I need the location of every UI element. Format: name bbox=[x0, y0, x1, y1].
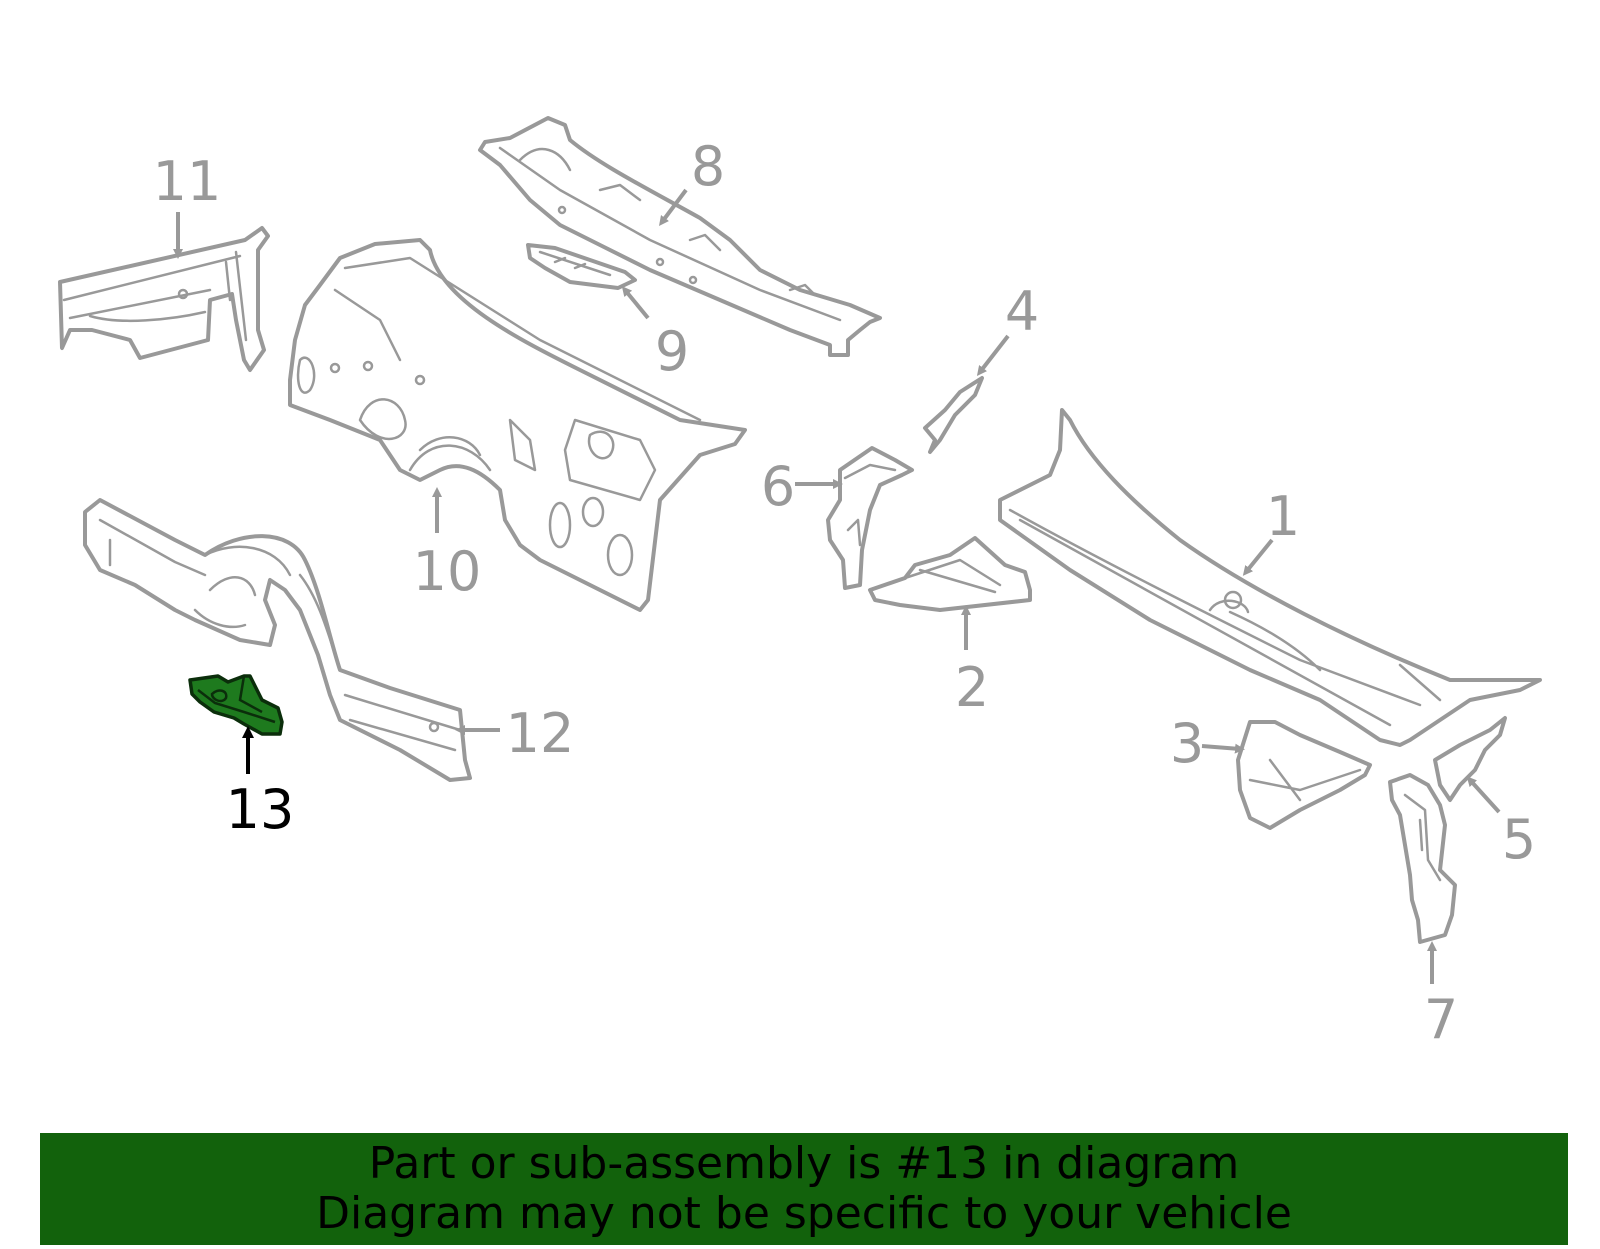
callout-8: 8 bbox=[691, 135, 725, 198]
banner-line-1: Part or sub-assembly is #13 in diagram bbox=[368, 1138, 1240, 1189]
part-6[interactable] bbox=[826, 446, 914, 590]
leader-lines bbox=[173, 188, 1501, 984]
arrow-9 bbox=[621, 286, 650, 320]
callout-11: 11 bbox=[153, 150, 222, 213]
arrow-5 bbox=[1466, 776, 1501, 814]
part-9[interactable] bbox=[526, 243, 637, 290]
part-11[interactable] bbox=[58, 226, 270, 372]
callout-labels: 1 2 3 4 5 6 7 8 9 10 11 12 13 bbox=[153, 135, 1537, 1051]
part-8[interactable] bbox=[478, 116, 882, 357]
arrow-4 bbox=[976, 334, 1010, 376]
part-12[interactable] bbox=[83, 498, 472, 782]
callout-7: 7 bbox=[1424, 988, 1458, 1051]
part-10[interactable] bbox=[288, 238, 747, 612]
part-1[interactable] bbox=[998, 408, 1542, 747]
callout-13: 13 bbox=[226, 778, 295, 841]
callout-2: 2 bbox=[955, 656, 989, 719]
callout-3: 3 bbox=[1170, 712, 1204, 775]
arrow-1 bbox=[1242, 538, 1274, 576]
callout-12: 12 bbox=[506, 702, 575, 765]
info-banner: Part or sub-assembly is #13 in diagram D… bbox=[40, 1133, 1568, 1245]
callout-4: 4 bbox=[1005, 280, 1039, 343]
part-3[interactable] bbox=[1236, 720, 1372, 830]
part-5[interactable] bbox=[1433, 716, 1507, 802]
arrow-3 bbox=[1201, 743, 1245, 754]
part-4[interactable] bbox=[923, 376, 984, 454]
callout-6: 6 bbox=[761, 455, 795, 518]
part-7[interactable] bbox=[1388, 773, 1457, 944]
part-2[interactable] bbox=[868, 536, 1032, 612]
callout-5: 5 bbox=[1502, 808, 1536, 871]
banner-line-2: Diagram may not be specific to your vehi… bbox=[316, 1188, 1292, 1239]
callout-9: 9 bbox=[655, 320, 689, 383]
arrow-8 bbox=[659, 188, 688, 226]
callout-1: 1 bbox=[1266, 485, 1300, 548]
part-13-highlighted[interactable] bbox=[188, 674, 284, 736]
callout-10: 10 bbox=[413, 540, 482, 603]
